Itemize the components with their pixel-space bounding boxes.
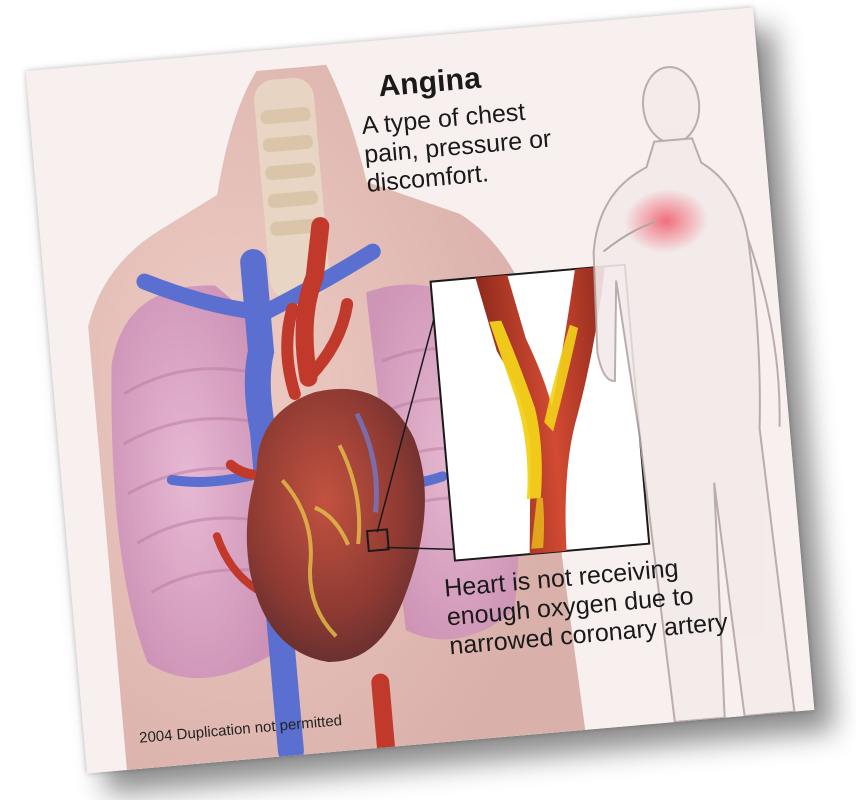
illustration-card: Angina A type of chest pain, pressure or… [26,8,815,774]
